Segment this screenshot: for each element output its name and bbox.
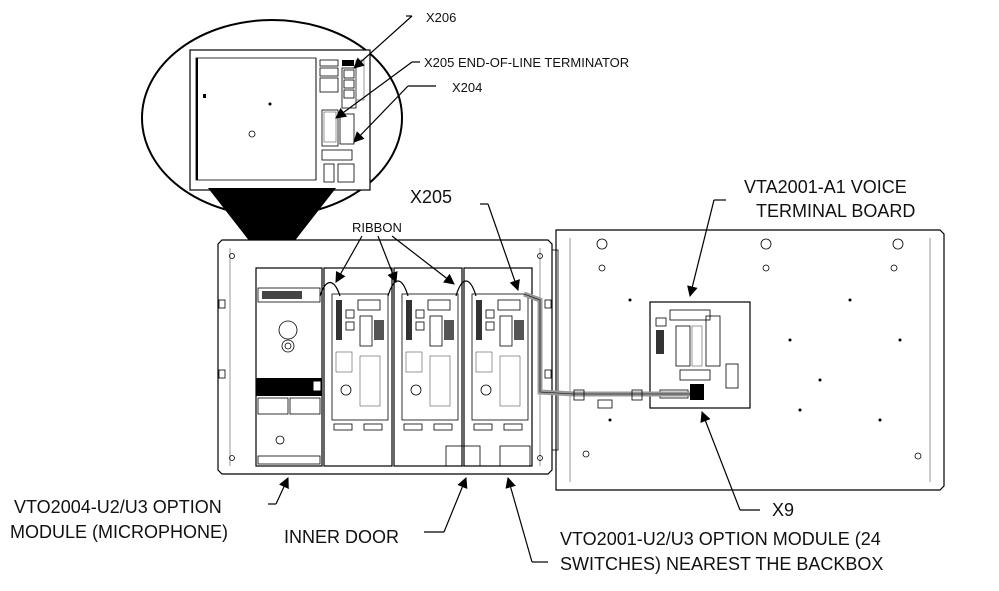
magnifier-pointer	[208, 188, 336, 270]
label-vto2001-line2: SWITCHES) NEAREST THE BACKBOX	[560, 554, 883, 574]
label-vta-line1: VTA2001-A1 VOICE	[744, 177, 907, 197]
leader-lines	[268, 199, 760, 563]
label-vta-line2: TERMINAL BOARD	[756, 201, 915, 221]
detail-magnifier	[141, 15, 436, 217]
label-vto2004-line1: VTO2004-U2/U3 OPTION	[14, 497, 222, 517]
label-ribbon: RIBBON	[352, 220, 402, 235]
inner-door-panel	[217, 239, 553, 475]
label-vto2004-line2: MODULE (MICROPHONE)	[10, 522, 228, 542]
switch-module	[463, 267, 533, 467]
label-x205-eol-terminator: X205 END-OF-LINE TERMINATOR	[424, 55, 629, 70]
label-inner-door: INNER DOOR	[284, 527, 399, 547]
switch-module	[323, 267, 393, 467]
label-x9: X9	[772, 500, 794, 520]
label-x204: X204	[452, 80, 482, 95]
label-x205: X205	[410, 187, 452, 207]
label-vto2001-line1: VTO2001-U2/U3 OPTION MODULE (24	[560, 529, 881, 549]
switch-module	[393, 267, 463, 467]
voice-terminal-board	[649, 301, 751, 409]
label-x206: X206	[426, 10, 456, 25]
backbox	[523, 229, 945, 491]
microphone-module	[255, 267, 323, 467]
